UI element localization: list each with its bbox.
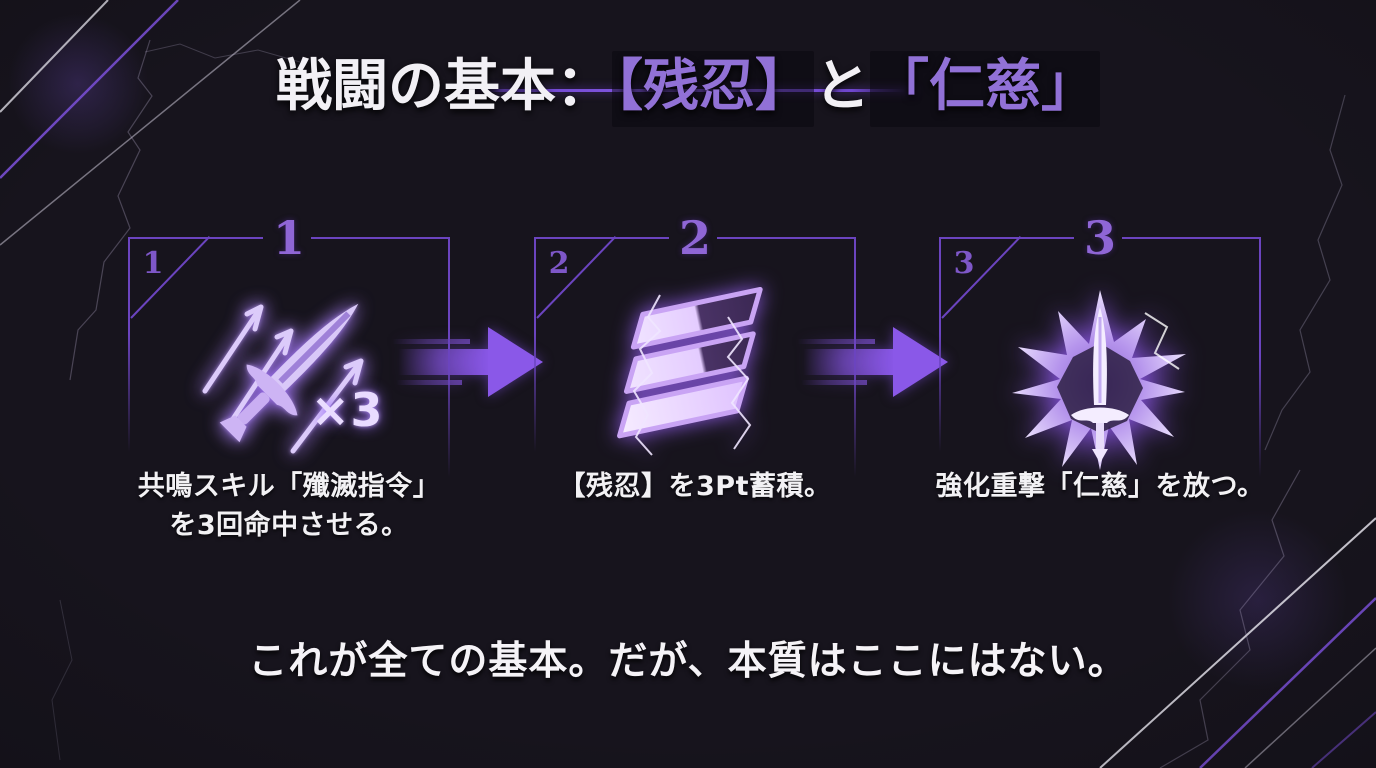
step-caption: 強化重撃「仁慈」を放つ。 — [935, 471, 1265, 502]
card-frame — [854, 237, 856, 477]
card-frame — [534, 237, 669, 239]
diagonal-streak-line-purple — [1311, 711, 1376, 768]
header: 戦闘の基本：【残忍】と「仁慈」 — [0, 50, 1376, 127]
card-frame — [128, 237, 130, 452]
step-caption: 共鳴スキル「殲滅指令」 を3回命中させる。 — [137, 471, 441, 541]
title-term-mercy: 「仁慈」 — [870, 51, 1100, 127]
card-frame — [448, 237, 450, 477]
step-corner-number: 2 — [548, 246, 570, 281]
triple-slash-sword-icon — [202, 303, 364, 454]
step-number: 1 — [272, 211, 306, 265]
card-frame — [939, 237, 1074, 239]
hit-multiplier-label: ×3 — [311, 383, 384, 437]
card-frame — [939, 237, 941, 452]
step-card-1: 1 1 ×3 共鳴スキル「殲滅指令」 を3回命中させる。 — [128, 215, 450, 565]
sword-handle — [1096, 423, 1104, 449]
step-number: 3 — [1083, 211, 1117, 265]
page-title: 戦闘の基本：【残忍】と「仁慈」 — [0, 50, 1376, 127]
lightning-crack — [1264, 94, 1346, 451]
brutality-gauge-icon — [617, 287, 763, 456]
card-frame — [1259, 237, 1261, 477]
sword-pommel — [1092, 449, 1108, 463]
step-corner-number: 3 — [953, 246, 975, 281]
card-frame — [311, 237, 450, 239]
step-card-2: 2 2 — [534, 215, 856, 565]
card-frame — [128, 237, 263, 239]
empowered-strike-burst-icon — [1012, 290, 1186, 470]
footer-message: これが全ての基本。だが、本質はここにはない。 — [248, 638, 1128, 684]
card-frame — [534, 237, 536, 452]
step-corner-number: 1 — [142, 246, 164, 281]
card-frame — [1122, 237, 1261, 239]
card-frame — [717, 237, 856, 239]
title-term-brutality: 【残忍】 — [612, 51, 814, 127]
step-caption: 【残忍】を3Pt蓄積。 — [558, 471, 832, 502]
title-prefix: 戦闘の基本： — [276, 53, 612, 119]
step-number: 2 — [678, 211, 712, 265]
footer: これが全ての基本。だが、本質はここにはない。 — [0, 630, 1376, 686]
title-connector: と — [814, 53, 870, 119]
step-card-3: 3 3 強化重撃「仁慈」を放つ。 — [936, 211, 1264, 565]
